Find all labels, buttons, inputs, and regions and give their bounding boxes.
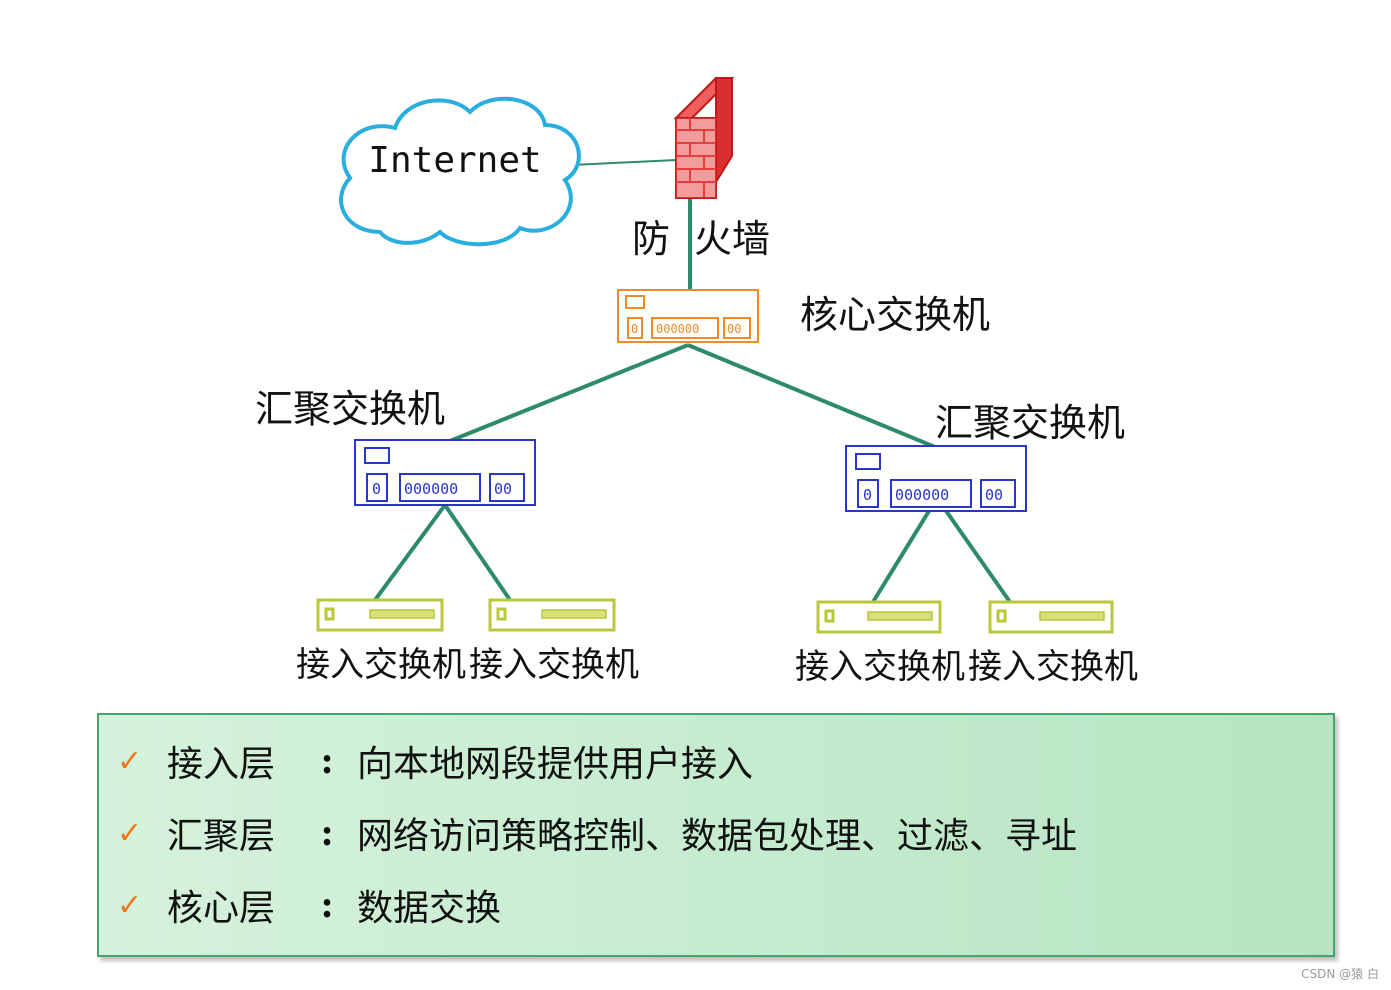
core-port-pair: 00	[727, 322, 741, 336]
layer-legend-box: ✓ 接入层 : 向本地网段提供用户接入 ✓ 汇聚层 : 网络访问策略控制、数据包…	[97, 713, 1335, 957]
check-icon: ✓	[117, 743, 143, 779]
link-core-agg-right	[687, 343, 936, 449]
legend-row-core: ✓ 核心层 : 数据交换	[117, 875, 501, 935]
core-port-single: 0	[631, 322, 638, 336]
firewall-label-part2: 火墙	[694, 217, 771, 261]
access-switch-label-1: 接入交换机	[296, 645, 466, 685]
core-switch-label: 核心交换机	[800, 293, 991, 337]
access-switch-label-2: 接入交换机	[469, 645, 639, 685]
agg-switch-right-port-text: 0 000000 00	[863, 486, 1003, 504]
core-switch-port-text: 0 000000 00	[631, 322, 741, 336]
legend-colon: :	[320, 740, 334, 782]
link-agg-left-access-1	[373, 503, 447, 602]
legend-colon: :	[320, 812, 334, 854]
check-icon: ✓	[117, 887, 143, 923]
link-internet-firewall	[571, 159, 677, 166]
link-core-agg-left	[439, 343, 689, 447]
agg-left-port-pair: 00	[494, 480, 512, 498]
legend-desc: 网络访问策略控制、数据包处理、过滤、寻址	[357, 816, 1078, 857]
access-switch-icon-2	[488, 598, 616, 632]
legend-desc: 向本地网段提供用户接入	[357, 744, 754, 785]
check-icon: ✓	[117, 815, 143, 851]
access-switch-icon-3	[816, 600, 942, 634]
agg-left-port-group: 000000	[404, 480, 458, 498]
legend-colon: :	[320, 884, 334, 926]
access-switch-icon-1	[316, 598, 444, 632]
link-agg-right-access-4	[935, 496, 1012, 604]
agg-switch-left-label: 汇聚交换机	[255, 387, 446, 431]
legend-term: 核心层	[167, 888, 276, 929]
legend-desc: 数据交换	[357, 888, 502, 929]
access-switch-label-4: 接入交换机	[968, 647, 1138, 687]
firewall-label-part1: 防	[632, 217, 671, 261]
legend-term: 汇聚层	[167, 816, 276, 857]
agg-right-port-pair: 00	[985, 486, 1003, 504]
agg-switch-right-icon	[845, 445, 1027, 512]
internet-cloud-icon	[339, 96, 581, 247]
agg-switch-right-label: 汇聚交换机	[935, 401, 1126, 445]
access-switch-icon-4	[988, 600, 1114, 634]
agg-right-port-single: 0	[863, 486, 872, 504]
agg-left-port-single: 0	[372, 480, 381, 498]
legend-term: 接入层	[167, 744, 276, 785]
watermark: CSDN @猿 白	[1301, 967, 1379, 981]
legend-row-aggregation: ✓ 汇聚层 : 网络访问策略控制、数据包处理、过滤、寻址	[117, 803, 1077, 863]
agg-right-port-group: 000000	[895, 486, 949, 504]
legend-row-access: ✓ 接入层 : 向本地网段提供用户接入	[117, 731, 753, 791]
access-switch-label-3: 接入交换机	[795, 647, 965, 687]
links	[373, 159, 1012, 604]
firewall-icon	[673, 77, 735, 199]
link-agg-left-access-2	[443, 503, 512, 602]
agg-switch-left-port-text: 0 000000 00	[372, 480, 512, 498]
core-switch-icon	[617, 289, 759, 343]
core-port-group: 000000	[656, 322, 699, 336]
link-agg-right-access-3	[871, 496, 939, 604]
internet-label: Internet	[368, 140, 542, 181]
agg-switch-left-icon	[354, 439, 536, 506]
